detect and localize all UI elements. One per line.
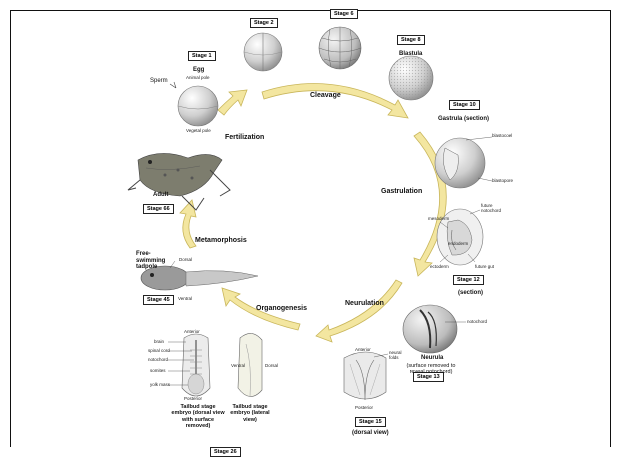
- posterior-label-15: Posterior: [355, 405, 374, 410]
- ventral-label-26: Ventral: [231, 363, 246, 368]
- gastrula-stage10: [434, 136, 493, 189]
- mesoderm-label: mesoderm: [428, 216, 450, 221]
- anterior-label-15: Anterior: [355, 347, 371, 352]
- neurula-label: Neurula: [421, 355, 444, 361]
- fertilization-label: Fertilization: [225, 134, 265, 141]
- stage-1-box: Stage 1: [188, 51, 216, 61]
- tadpole-ventral-label: Ventral: [178, 296, 193, 301]
- diagram-border: [10, 10, 611, 447]
- organogenesis-label: Organogenesis: [256, 305, 307, 312]
- gastrula-label: Gastrula (section): [438, 116, 490, 122]
- blastocoel-label: blastocoel: [492, 133, 513, 138]
- notochord2-label: notochord: [148, 357, 169, 362]
- stage-15-sub: (dorsal view): [352, 430, 389, 436]
- brain-label: brain: [154, 339, 165, 344]
- tadpole-dorsal-label: Dorsal: [179, 257, 193, 262]
- stage-13-box: Stage 13: [413, 372, 444, 382]
- posterior-label-26: Posterior: [184, 396, 203, 401]
- neural-folds-label: neural folds: [389, 350, 402, 360]
- tadpole-stage45: [140, 260, 259, 291]
- blastopore-label: blastopore: [492, 178, 514, 183]
- stage-10-box: Stage 10: [449, 100, 480, 110]
- future-notochord-label: future notochord: [481, 203, 502, 213]
- tadpole-label: Free-swimming tadpole: [136, 251, 166, 271]
- neurula-stage13: [402, 304, 466, 354]
- vegetal-pole-label: Vegetal pole: [186, 128, 211, 133]
- stage-6-box: Stage 6: [330, 9, 358, 19]
- cleavage-label: Cleavage: [310, 92, 341, 99]
- adult-frog: [127, 153, 231, 211]
- blastula-label: Blastula: [399, 51, 423, 57]
- ectoderm-label: ectoderm: [430, 264, 449, 269]
- embryo-stage6: [318, 26, 362, 70]
- blastula-stage8: [388, 55, 434, 101]
- stage-45-box: Stage 45: [143, 295, 174, 305]
- sperm-label: Sperm: [150, 78, 168, 84]
- stage-15-box: Stage 15: [355, 417, 386, 427]
- spinal-cord-label: spinal cord: [148, 348, 170, 353]
- adult-label: Adult: [153, 192, 169, 198]
- fertilization-arrow: [217, 89, 248, 116]
- stage-8-box: Stage 8: [397, 35, 425, 45]
- cleavage-arrow: [261, 83, 409, 119]
- gastrulation-label: Gastrulation: [381, 188, 423, 195]
- stage-12-box: Stage 12: [453, 275, 484, 285]
- stage-12-sub: (section): [458, 290, 484, 296]
- tailbud-dorsal-caption: Tailbud stage embryo (dorsal view with s…: [171, 404, 225, 429]
- dorsal-label-26: Dorsal: [265, 363, 279, 368]
- yolk-mass-label: yolk mass: [150, 382, 171, 387]
- gastrula-stage12: [436, 208, 484, 266]
- neurula-stage15: [343, 351, 389, 401]
- egg-stage1: [169, 81, 219, 127]
- anterior-label-26: Anterior: [184, 329, 200, 334]
- future-gut-label: future gut: [475, 264, 495, 269]
- embryo-stage2: [243, 32, 283, 72]
- egg-label: Egg: [193, 67, 205, 73]
- metamorphosis-label: Metamorphosis: [195, 237, 247, 244]
- notochord-label: notochord: [467, 319, 488, 324]
- animal-pole-label: Animal pole: [186, 75, 210, 80]
- stage-2-box: Stage 2: [250, 18, 278, 28]
- somites-label: somites: [150, 368, 166, 373]
- endoderm-label: endoderm: [448, 241, 469, 246]
- tailbud-dorsal: [168, 333, 211, 397]
- cycle-arrows: [179, 83, 447, 343]
- stage-66-box: Stage 66: [143, 204, 174, 214]
- tailbud-lateral-caption: Tailbud stage embryo (lateral view): [230, 404, 270, 423]
- stage-26-box: Stage 26: [210, 447, 241, 457]
- neurulation-arrow: [315, 279, 403, 343]
- neurulation-label: Neurulation: [345, 300, 384, 307]
- tailbud-lateral: [237, 333, 263, 397]
- organogenesis-arrow: [221, 287, 301, 331]
- neurula-sub-label: (surface removed to reveal notochord): [406, 363, 456, 376]
